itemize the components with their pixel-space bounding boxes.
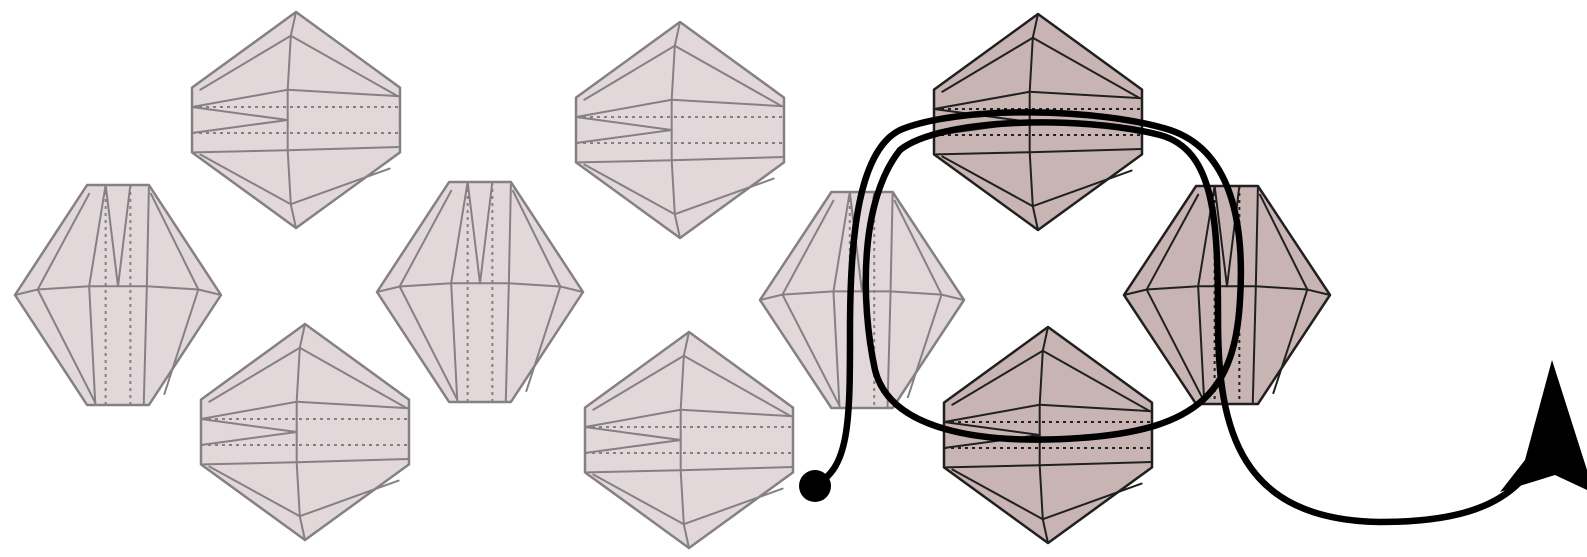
bead-3-outline	[201, 324, 409, 540]
beads-layer	[15, 12, 1330, 548]
bead-2-outline	[15, 185, 221, 405]
bead-2	[15, 185, 221, 405]
bead-1	[192, 12, 400, 228]
bead-4-outline	[377, 182, 583, 402]
bead-5	[576, 22, 784, 238]
bead-3	[201, 324, 409, 540]
bead-7	[760, 192, 964, 408]
bead-6	[585, 332, 793, 548]
bead-7-outline	[760, 192, 964, 408]
thread-arrowhead	[1500, 360, 1587, 492]
bead-1-outline	[192, 12, 400, 228]
thread-start-dot	[799, 470, 831, 502]
bead-6-outline	[585, 332, 793, 548]
bead-5-outline	[576, 22, 784, 238]
bead-4	[377, 182, 583, 402]
